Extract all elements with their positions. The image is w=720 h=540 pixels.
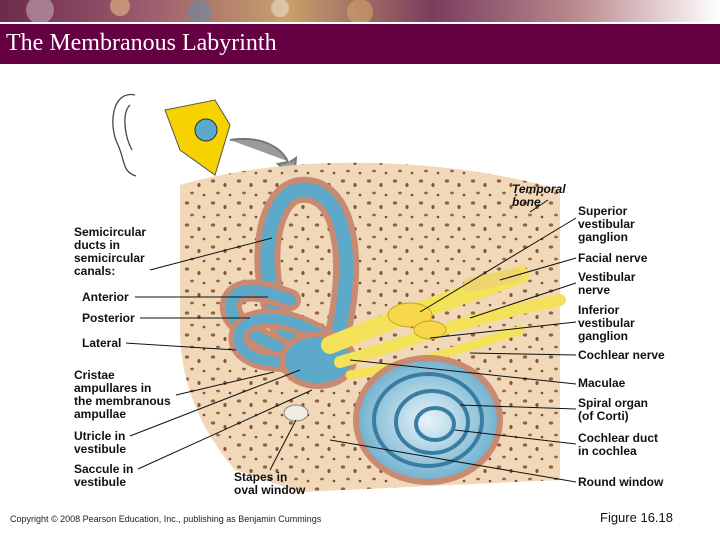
inset-cochlea (195, 119, 217, 141)
label-facial-nerve: Facial nerve (578, 252, 647, 265)
figure-number: Figure 16.18 (600, 510, 673, 525)
label-spiral-organ: Spiral organ (of Corti) (578, 397, 648, 423)
label-inferior-vestibular-ganglion: Inferior vestibular ganglion (578, 304, 635, 343)
cochlea (356, 358, 500, 482)
label-lateral: Lateral (82, 337, 121, 350)
label-round-window: Round window (578, 476, 663, 489)
label-temporal-bone: Temporal bone (512, 183, 566, 209)
label-stapes: Stapes in oval window (234, 471, 305, 497)
label-anterior: Anterior (82, 291, 129, 304)
label-superior-vestibular-ganglion: Superior vestibular ganglion (578, 205, 635, 244)
label-saccule: Saccule in vestibule (74, 463, 133, 489)
label-posterior: Posterior (82, 312, 135, 325)
stapes (284, 405, 308, 421)
ear-outline (113, 95, 136, 176)
label-cochlear-duct: Cochlear duct in cochlea (578, 432, 658, 458)
label-cochlear-nerve: Cochlear nerve (578, 349, 665, 362)
label-cristae-ampullares: Cristae ampullares in the membranous amp… (74, 369, 171, 421)
label-maculae: Maculae (578, 377, 625, 390)
label-vestibular-nerve: Vestibular nerve (578, 271, 635, 297)
label-semicircular-ducts: Semicircular ducts in semicircular canal… (74, 226, 146, 278)
label-utricle: Utricle in vestibule (74, 430, 126, 456)
facial-nerve (470, 275, 515, 285)
copyright-notice: Copyright © 2008 Pearson Education, Inc.… (10, 514, 321, 524)
